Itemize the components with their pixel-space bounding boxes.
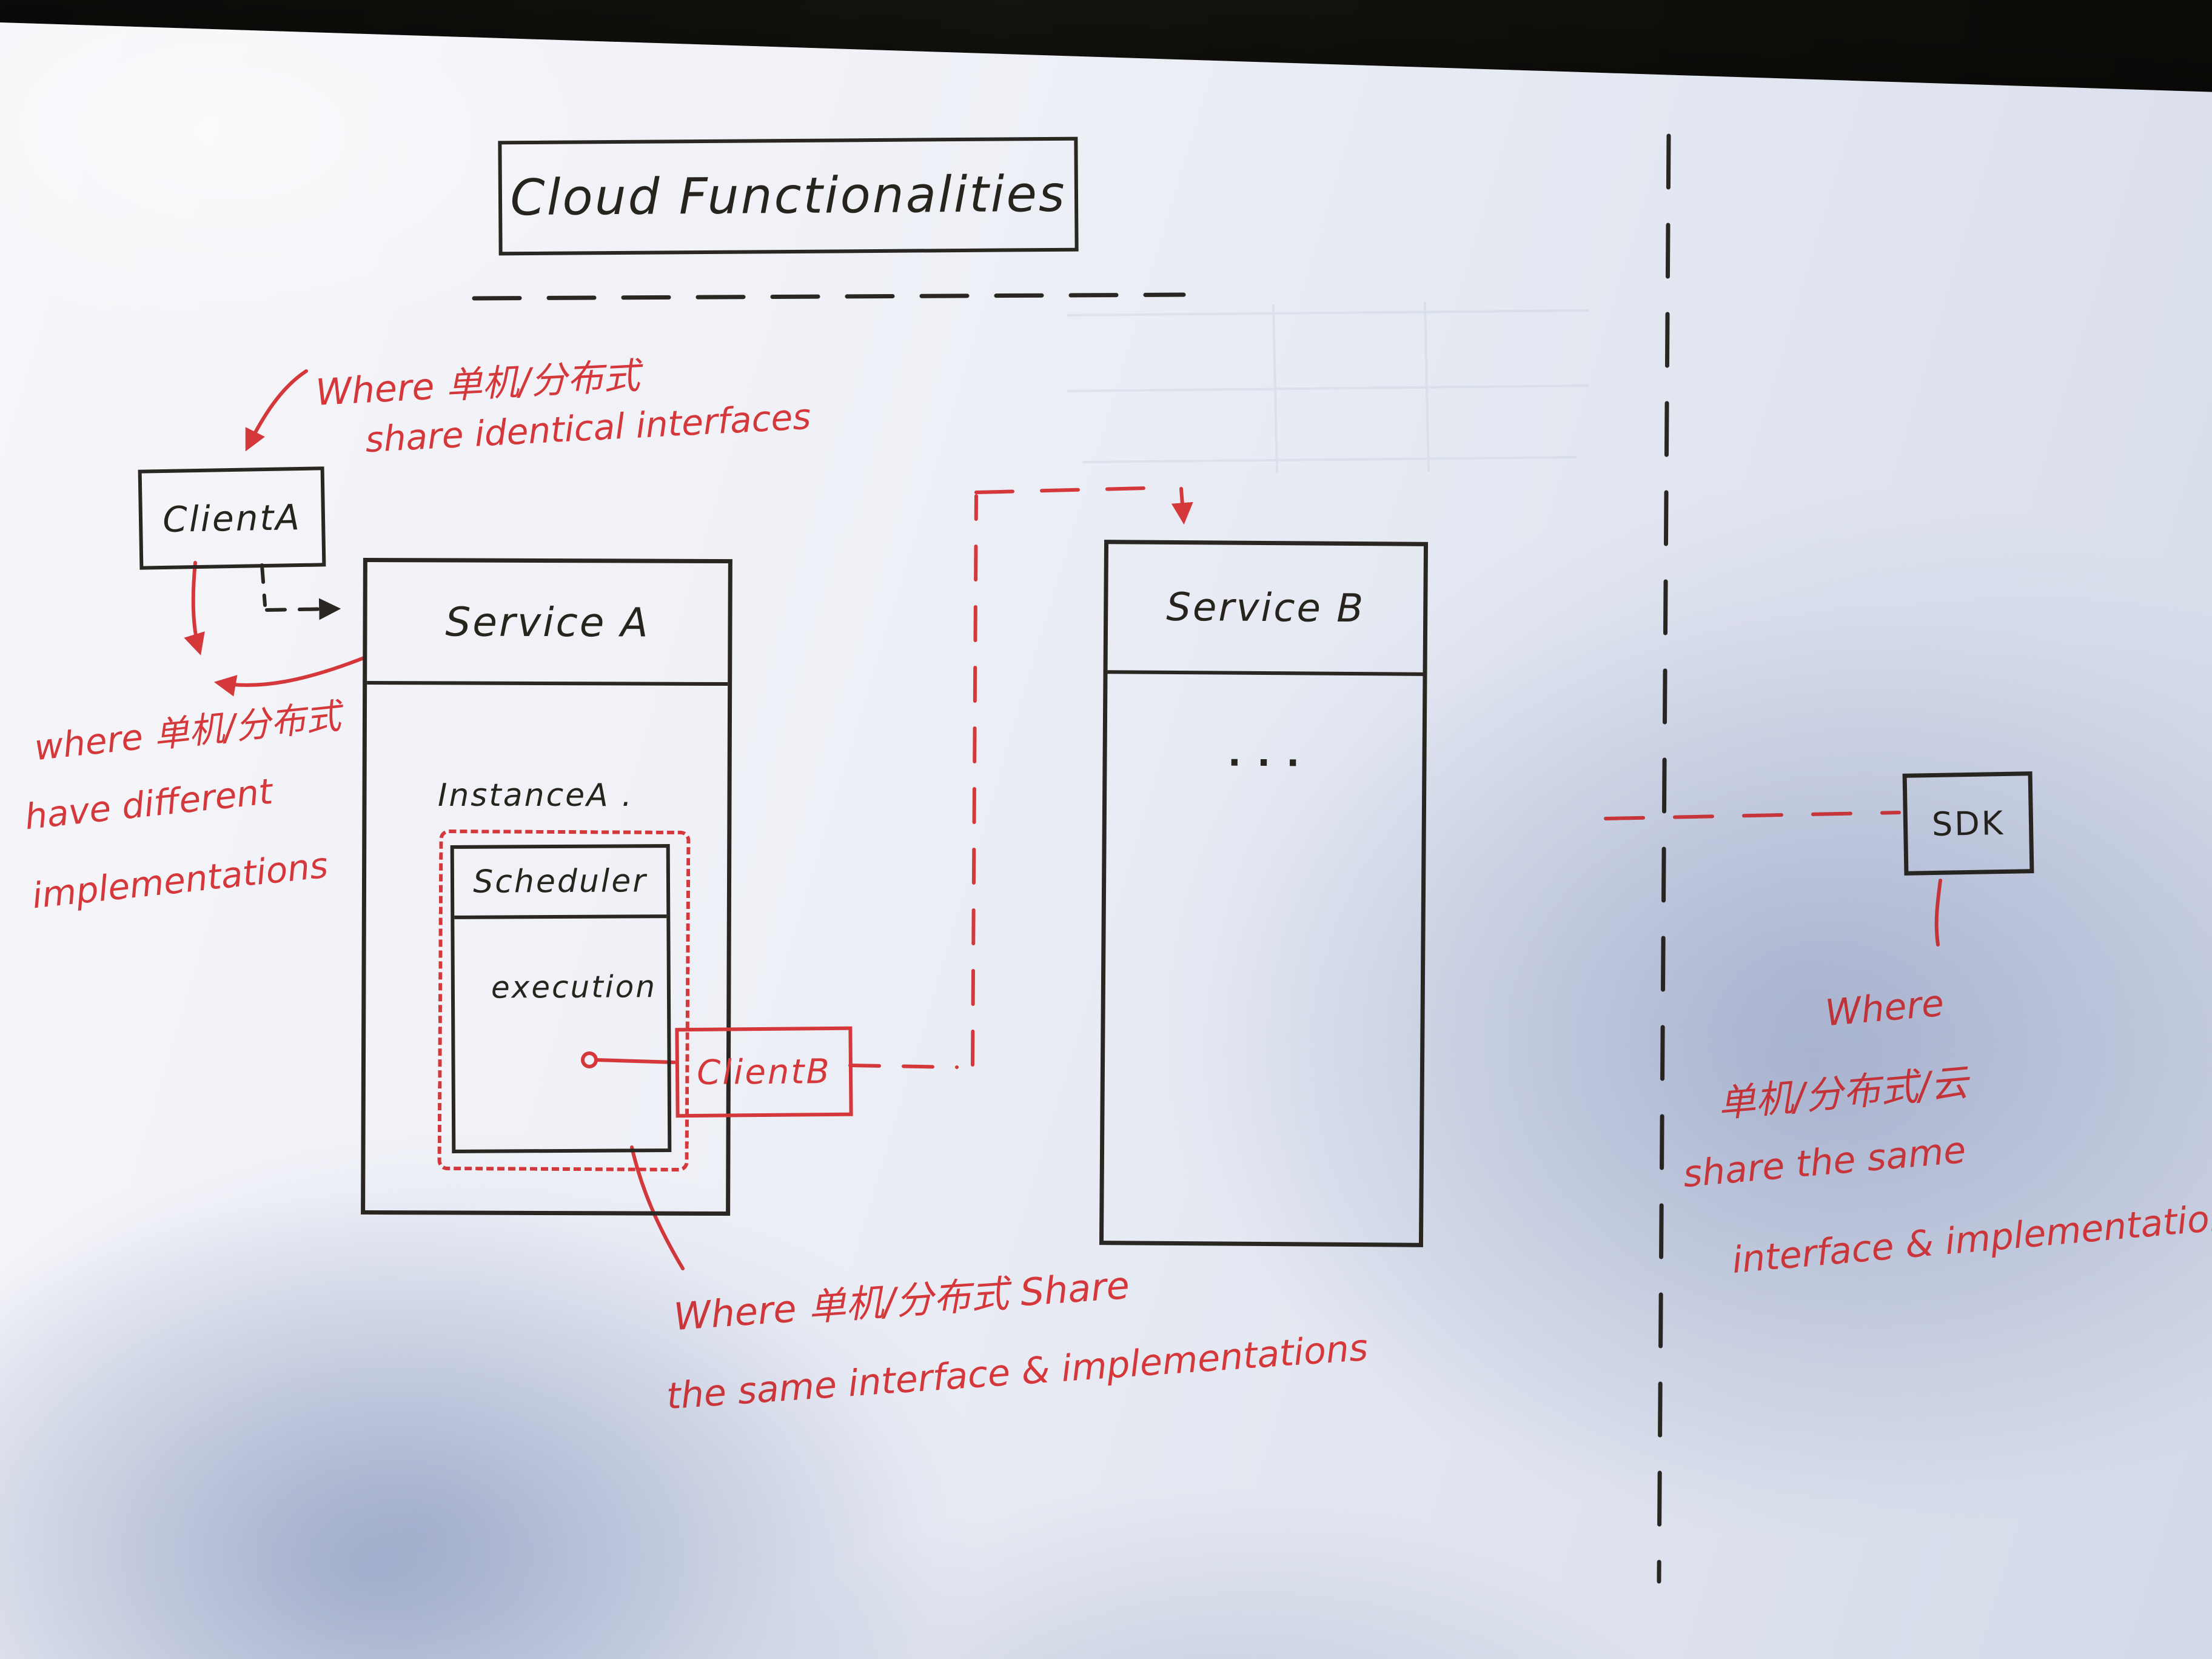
title-box: Cloud Functionalities	[498, 136, 1079, 256]
service-a-header: Service A	[367, 561, 728, 686]
scheduler-header: Scheduler	[454, 848, 667, 919]
client-a-label: ClientA	[162, 496, 302, 540]
client-a-box: ClientA	[138, 466, 326, 570]
ghost-bleedthrough-lines	[1067, 301, 1589, 474]
instance-a-label: InstanceA .	[438, 777, 634, 814]
execution-label: execution	[491, 969, 657, 1005]
service-a-label: Service A	[445, 598, 650, 646]
sdk-label: SDK	[1931, 803, 2005, 843]
sdk-box: SDK	[1902, 771, 2034, 876]
scheduler-label: Scheduler	[473, 863, 648, 900]
client-b-label: ClientB	[696, 1051, 832, 1093]
service-b-box: Service B . . .	[1099, 540, 1429, 1247]
client-b-box: ClientB	[675, 1026, 853, 1118]
service-b-header: Service B	[1107, 544, 1424, 676]
scheduler-execution-box: Scheduler execution	[450, 844, 672, 1153]
service-b-ellipsis: . . .	[1227, 732, 1302, 775]
diagram-title: Cloud Functionalities	[510, 165, 1067, 227]
service-b-label: Service B	[1166, 585, 1366, 632]
